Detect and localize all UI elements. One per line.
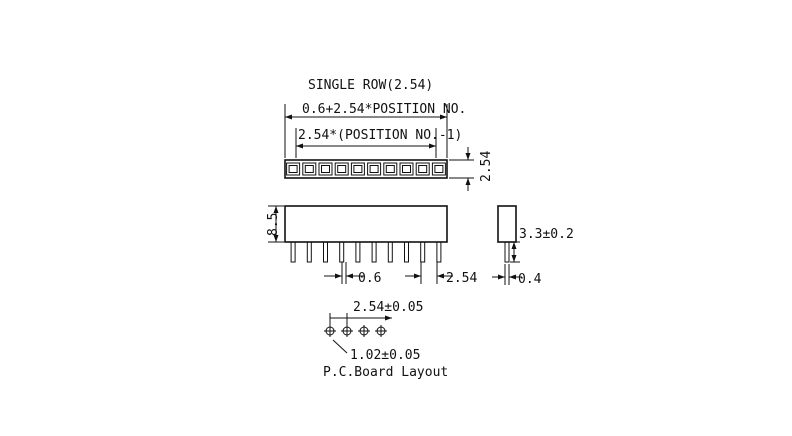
side-view: 3.3±0.2 0.4	[492, 205, 574, 287]
side-pin	[504, 241, 510, 263]
pcb-pitch-label: 2.54±0.05	[353, 300, 423, 315]
socket-cell-hole	[402, 165, 411, 173]
top-view: 0.6+2.54*POSITION NO. 2.54*(POSITION NO.…	[284, 102, 494, 191]
body-width-label: 2.54	[479, 151, 494, 182]
socket-cell	[350, 162, 365, 176]
socket-cell	[431, 162, 446, 176]
pin	[387, 241, 393, 263]
socket-cell-hole	[434, 165, 444, 173]
pin-pitch-label: 2.54	[446, 271, 477, 286]
pin-thickness-label: 0.4	[518, 272, 542, 287]
socket-cell	[415, 162, 430, 176]
pcb-layout: 2.54±0.05 1.02±0.05 P.C.Board Layout	[323, 300, 448, 380]
overall-length-label: 0.6+2.54*POSITION NO.	[302, 102, 466, 117]
connector-front-body	[284, 205, 448, 243]
socket-cell-hole	[321, 165, 330, 173]
socket-cell-hole	[288, 165, 298, 173]
connector-top-body	[284, 159, 448, 179]
front-view: 8.5 0.6 2.54	[266, 205, 477, 286]
socket-cell-hole	[369, 165, 379, 173]
socket-cell	[286, 162, 301, 176]
socket-cell	[318, 162, 333, 176]
pin	[323, 241, 328, 263]
socket-cell-hole	[385, 165, 395, 173]
socket-cell-hole	[337, 165, 347, 173]
pcb-holes	[324, 325, 387, 337]
pcb-hole	[358, 325, 370, 337]
pcb-layout-caption: P.C.Board Layout	[323, 365, 448, 380]
socket-cell	[383, 162, 398, 176]
socket-cells	[286, 162, 446, 176]
pin	[339, 241, 345, 263]
socket-cell	[367, 162, 382, 176]
pcb-hole	[324, 325, 336, 337]
pcb-hole	[341, 325, 353, 337]
pin	[306, 241, 312, 263]
connector-side-body	[497, 205, 517, 243]
socket-cell-hole	[418, 165, 428, 173]
pin	[420, 241, 426, 263]
socket-cell	[302, 162, 317, 176]
pin	[436, 241, 442, 263]
socket-cell	[334, 162, 349, 176]
pcb-hole	[375, 325, 387, 337]
socket-cell-hole	[304, 165, 314, 173]
pin-width-label: 0.6	[358, 271, 381, 286]
front-pins	[290, 241, 442, 263]
pin	[290, 241, 296, 263]
hole-diameter-label: 1.02±0.05	[350, 348, 420, 363]
body-height-label: 8.5	[266, 213, 281, 236]
pin-length-label: 3.3±0.2	[519, 227, 574, 242]
socket-cell-hole	[353, 165, 363, 173]
pitch-span-label: 2.54*(POSITION NO.-1)	[298, 128, 462, 143]
pin	[404, 241, 409, 263]
drawing-title: SINGLE ROW(2.54)	[308, 78, 433, 93]
pin	[355, 241, 361, 263]
socket-cell	[399, 162, 414, 176]
pin	[371, 241, 377, 263]
